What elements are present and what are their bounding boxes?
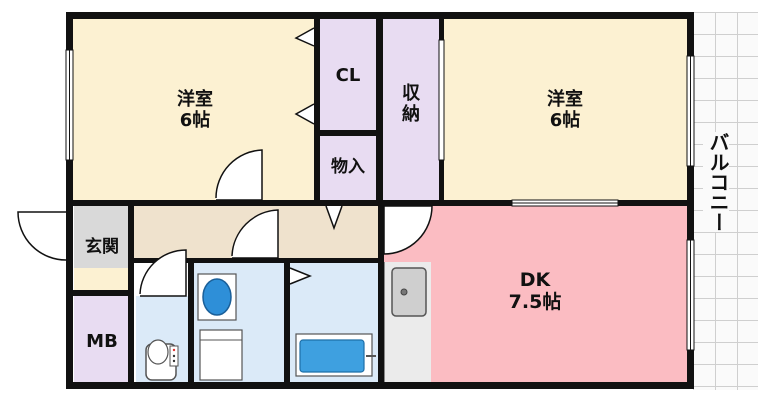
wall-bath-divider xyxy=(284,258,290,389)
bath-door[interactable] xyxy=(289,267,313,285)
western-room-left-size: 6帖 xyxy=(179,109,211,131)
wall-mb-top xyxy=(66,290,134,296)
balcony-label: バルコニー xyxy=(703,132,730,232)
wall-hall-bottom xyxy=(130,258,384,263)
hall-door[interactable] xyxy=(231,209,279,259)
dk-size: 7.5帖 xyxy=(508,290,562,313)
closet-small-door[interactable] xyxy=(325,205,343,231)
storage-line2: 納 xyxy=(402,103,420,125)
meter-box xyxy=(74,296,130,382)
western-room-right-name: 洋室 xyxy=(547,89,583,110)
closet-small-label: 物入 xyxy=(320,157,376,178)
closet-name: CL xyxy=(335,65,361,86)
storage-label: 収 納 xyxy=(386,83,436,125)
wall-toilet-right xyxy=(188,258,194,389)
entrance-step xyxy=(74,268,130,290)
dk-label: DK 7.5帖 xyxy=(490,269,580,314)
storage-line1: 収 xyxy=(402,83,420,104)
wall-dk-left xyxy=(378,206,384,389)
washing-machine-space xyxy=(199,329,243,381)
meter-box-label: MB xyxy=(74,331,130,353)
balcony-name: バルコニー xyxy=(706,132,730,232)
closet-cl xyxy=(320,18,376,130)
dining-kitchen xyxy=(384,206,688,382)
wall-cl-left xyxy=(314,12,320,206)
dk-name: DK xyxy=(519,269,551,291)
entrance xyxy=(74,206,130,268)
left-room-door[interactable] xyxy=(215,149,263,201)
closet-door-top[interactable] xyxy=(294,27,315,47)
western-room-left-label: 洋室 6帖 xyxy=(150,89,240,131)
closet-small-name: 物入 xyxy=(331,157,365,177)
kitchen-sink xyxy=(391,267,427,317)
western-room-left xyxy=(72,18,314,200)
meter-box-name: MB xyxy=(86,331,118,352)
entrance-name: 玄関 xyxy=(85,237,119,257)
storage-sliding-door xyxy=(438,39,445,161)
wall-cl-right xyxy=(376,12,383,206)
front-door[interactable] xyxy=(17,211,67,261)
western-room-right-size: 6帖 xyxy=(549,109,581,131)
western-room-left-name: 洋室 xyxy=(177,89,213,110)
closet-small xyxy=(320,136,376,200)
storage xyxy=(383,18,439,200)
wall-cl-divider xyxy=(314,130,383,136)
toilet-door[interactable] xyxy=(139,249,187,297)
dk-door[interactable] xyxy=(383,205,433,255)
closet-label: CL xyxy=(320,65,376,87)
closet-door-bottom[interactable] xyxy=(294,103,315,125)
western-room-right-label: 洋室 6帖 xyxy=(520,89,610,131)
entrance-label: 玄関 xyxy=(74,237,130,258)
wall-entrance-right xyxy=(128,206,134,389)
western-room-right xyxy=(444,18,688,200)
